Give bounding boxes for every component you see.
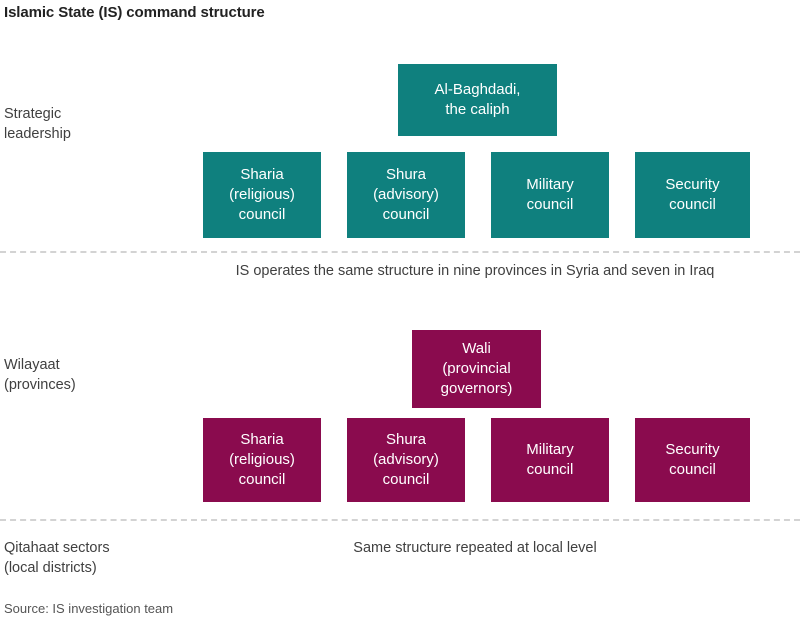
page-title: Islamic State (IS) command structure bbox=[4, 4, 265, 21]
tier-label-strategic: Strategic leadership bbox=[4, 106, 71, 142]
node-wali: Wali (provincial governors) bbox=[412, 330, 541, 408]
tier-divider-wilayaat-qitahaat bbox=[0, 519, 800, 521]
node-strategic-sharia-council: Sharia (religious) council bbox=[203, 152, 321, 238]
tier-label-wilayaat: Wilayaat (provinces) bbox=[4, 357, 76, 393]
node-wilayaat-military-council: Military council bbox=[491, 418, 609, 502]
node-wilayaat-security-council: Security council bbox=[635, 418, 750, 502]
node-wilayaat-sharia-council: Sharia (religious) council bbox=[203, 418, 321, 502]
note-local-level: Same structure repeated at local level bbox=[353, 540, 597, 556]
note-provinces: IS operates the same structure in nine p… bbox=[235, 263, 715, 279]
source-note: Source: IS investigation team bbox=[4, 601, 174, 616]
node-strategic-military-council: Military council bbox=[491, 152, 609, 238]
node-wilayaat-shura-council: Shura (advisory) council bbox=[347, 418, 465, 502]
node-strategic-shura-council: Shura (advisory) council bbox=[347, 152, 465, 238]
node-strategic-security-council: Security council bbox=[635, 152, 750, 238]
tier-label-qitahaat: Qitahaat sectors (local districts) bbox=[4, 540, 110, 576]
node-al-baghdadi: Al-Baghdadi, the caliph bbox=[398, 64, 557, 136]
tier-divider-strategic-wilayaat bbox=[0, 251, 800, 253]
